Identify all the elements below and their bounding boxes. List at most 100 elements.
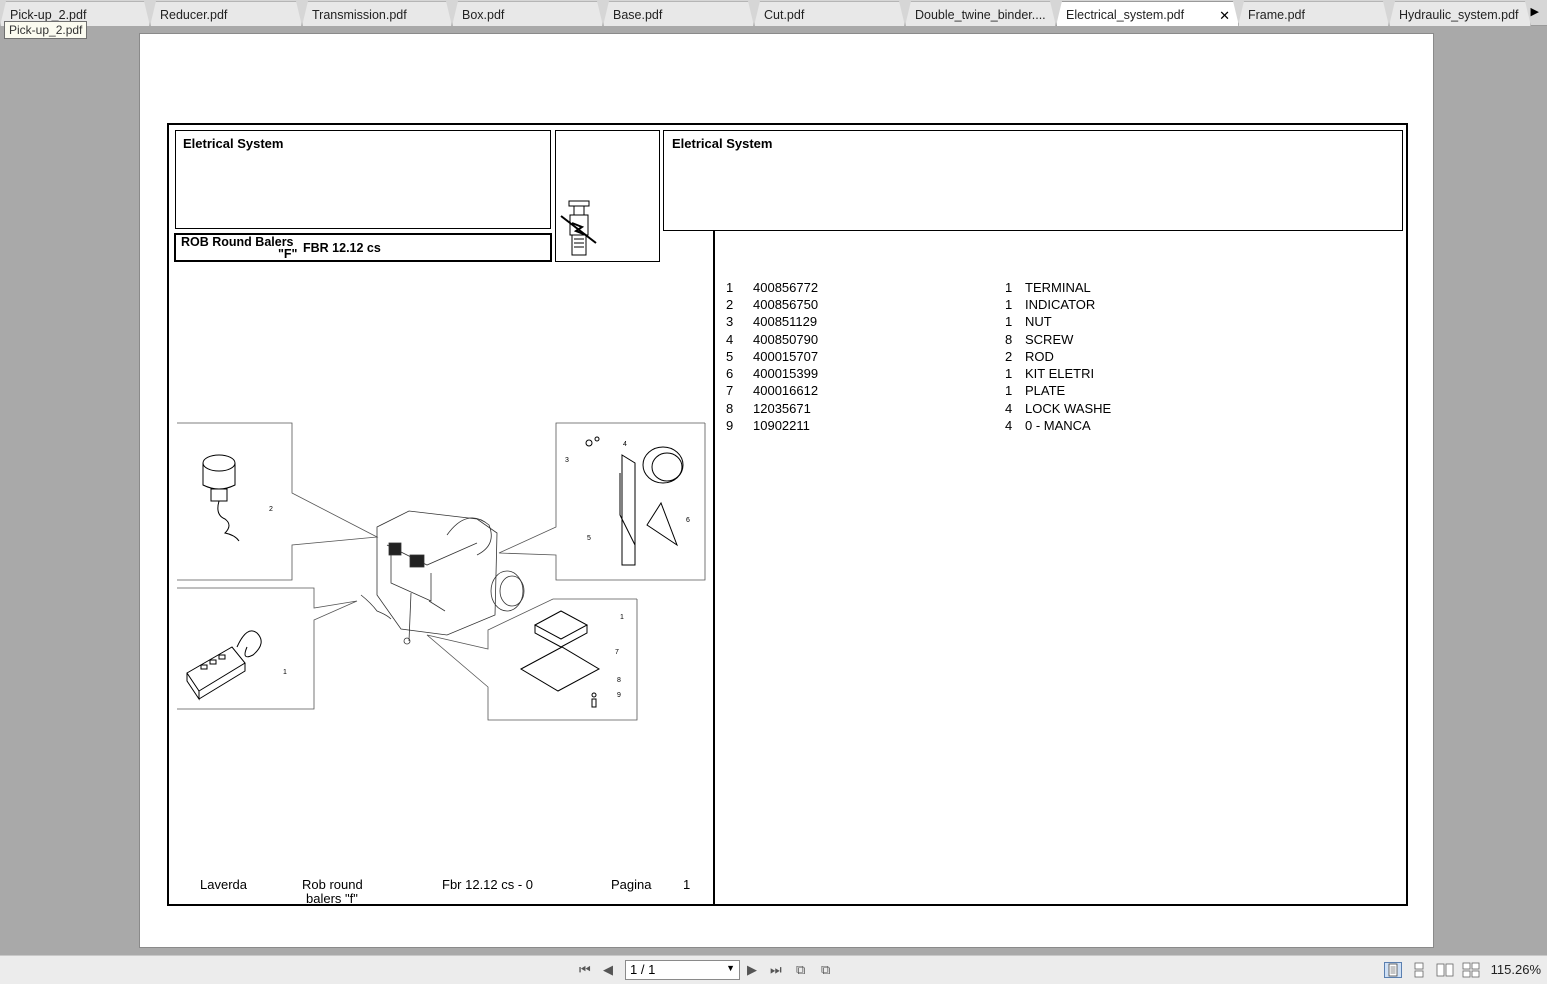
section-title: Eletrical System	[183, 136, 284, 151]
previous-page-icon[interactable]: ◀	[603, 962, 613, 977]
footer-model: Fbr 12.12 cs - 0	[442, 877, 534, 892]
terminal-part	[186, 630, 262, 701]
part-desc: KIT ELETRI	[1025, 366, 1095, 381]
title-right-box: Eletrical System	[663, 130, 1403, 231]
tab-electrical-system[interactable]: Electrical_system.pdf ✕	[1056, 1, 1239, 26]
category-icon-box	[555, 130, 660, 262]
tab-label: Pick-up_2.pdf	[10, 8, 87, 22]
close-tab-icon[interactable]: ✕	[1219, 8, 1230, 23]
next-page-icon[interactable]: ▶	[747, 962, 757, 977]
reflector-plates	[585, 436, 684, 566]
tab-label: Double_twine_binder....	[915, 8, 1046, 22]
column-divider	[713, 230, 715, 906]
tab-cut[interactable]: Cut.pdf	[754, 1, 905, 26]
part-qty: 1	[1005, 280, 1013, 295]
part-qty: 1	[1005, 383, 1013, 398]
part-pos: 2	[726, 297, 734, 312]
previous-view-icon[interactable]: ⧉	[796, 962, 806, 977]
tab-frame[interactable]: Frame.pdf	[1238, 1, 1389, 26]
product-variant: "F"	[278, 247, 298, 261]
tab-label: Hydraulic_system.pdf	[1399, 8, 1519, 22]
footer-page-label: Pagina	[611, 877, 652, 892]
document-page: Eletrical System ROB Round Balers "F" FB…	[139, 33, 1434, 948]
callout-3: 3	[565, 457, 569, 464]
section-title-right: Eletrical System	[672, 136, 773, 151]
dropdown-arrow-icon: ▼	[726, 963, 735, 973]
part-qty: 4	[1005, 418, 1013, 433]
tab-hydraulic-system[interactable]: Hydraulic_system.pdf	[1389, 1, 1531, 26]
tab-label: Electrical_system.pdf	[1066, 8, 1185, 22]
tab-label: Transmission.pdf	[312, 8, 407, 22]
tab-label: Frame.pdf	[1248, 8, 1305, 22]
tab-label: Cut.pdf	[764, 8, 805, 22]
callout-5: 5	[587, 535, 591, 542]
tab-label: Reducer.pdf	[160, 8, 228, 22]
part-code: 10902211	[753, 418, 810, 433]
tab-bar: Pick-up_2.pdf Reducer.pdf Transmission.p…	[0, 0, 1547, 26]
tab-reducer[interactable]: Reducer.pdf	[150, 1, 302, 26]
part-desc: INDICATOR	[1025, 297, 1096, 312]
zoom-level[interactable]: 115.26%	[1490, 962, 1541, 977]
tab-transmission[interactable]: Transmission.pdf	[302, 1, 452, 26]
part-code: 12035671	[753, 401, 811, 416]
part-qty: 1	[1005, 314, 1013, 329]
product-line: ROB Round Balers	[181, 235, 294, 249]
tab-base[interactable]: Base.pdf	[603, 1, 754, 26]
tab-label: Base.pdf	[613, 8, 663, 22]
footer-brand: Laverda	[200, 877, 247, 892]
footer-page-number: 1	[683, 877, 691, 892]
part-code: 400851129	[753, 314, 818, 329]
callout-6: 6	[686, 517, 690, 524]
last-page-icon[interactable]: ⏭	[770, 962, 782, 977]
tab-tooltip: Pick-up_2.pdf	[4, 21, 88, 39]
part-qty: 2	[1005, 349, 1013, 364]
callout-8: 8	[617, 677, 621, 684]
part-qty: 1	[1005, 297, 1013, 312]
facing-view-icon[interactable]	[1436, 962, 1454, 978]
part-code: 400015707	[753, 349, 819, 364]
part-desc: SCREW	[1025, 332, 1074, 347]
tab-box[interactable]: Box.pdf	[452, 1, 603, 26]
continuous-facing-view-icon[interactable]	[1462, 962, 1480, 978]
callout-1: 1	[283, 669, 287, 676]
part-pos: 6	[726, 366, 734, 381]
part-pos: 8	[726, 401, 734, 416]
part-pos: 9	[726, 418, 734, 433]
part-pos: 4	[726, 332, 734, 347]
part-desc: TERMINAL	[1025, 280, 1091, 295]
part-pos: 5	[726, 349, 734, 364]
exploded-parts-drawing: 2 1 3 4 5 6 1 7 8 9	[177, 422, 706, 721]
single-page-view-icon[interactable]	[1384, 962, 1402, 978]
part-qty: 8	[1005, 332, 1013, 347]
footer-product-line1: Rob round	[302, 877, 363, 892]
part-pos: 3	[726, 314, 734, 329]
part-pos: 7	[726, 383, 734, 398]
part-qty: 4	[1005, 401, 1013, 416]
drawing-frame: Eletrical System ROB Round Balers "F" FB…	[167, 123, 1408, 906]
indicator-part	[202, 454, 240, 542]
product-model: FBR 12.12 cs	[303, 241, 381, 255]
part-desc: ROD	[1025, 349, 1054, 364]
electrical-symbol-icon	[560, 200, 597, 256]
first-page-icon[interactable]: ⏮	[579, 962, 591, 977]
part-code: 400016612	[753, 383, 819, 398]
part-pos: 1	[726, 280, 734, 295]
page-selector[interactable]: 1 / 1 ▼	[625, 960, 740, 980]
callout-4: 4	[623, 441, 627, 448]
part-code: 400856750	[753, 297, 819, 312]
part-qty: 1	[1005, 366, 1013, 381]
next-view-icon[interactable]: ⧉	[821, 962, 831, 977]
callout-1b: 1	[620, 614, 624, 621]
tab-scroll-right-icon[interactable]: ▶	[1530, 6, 1539, 18]
part-code: 400015399	[753, 366, 819, 381]
tab-label: Box.pdf	[462, 8, 505, 22]
subtitle-box: ROB Round Balers "F" FBR 12.12 cs	[174, 233, 552, 262]
callout-9: 9	[617, 692, 621, 699]
tab-double-twine-binder[interactable]: Double_twine_binder....	[905, 1, 1056, 26]
baler-assembly	[360, 510, 525, 645]
part-code: 400856772	[753, 280, 819, 295]
part-desc: LOCK WASHE	[1025, 401, 1112, 416]
part-desc: 0 - MANCA	[1025, 418, 1091, 433]
continuous-view-icon[interactable]	[1410, 962, 1428, 978]
part-desc: NUT	[1025, 314, 1052, 329]
